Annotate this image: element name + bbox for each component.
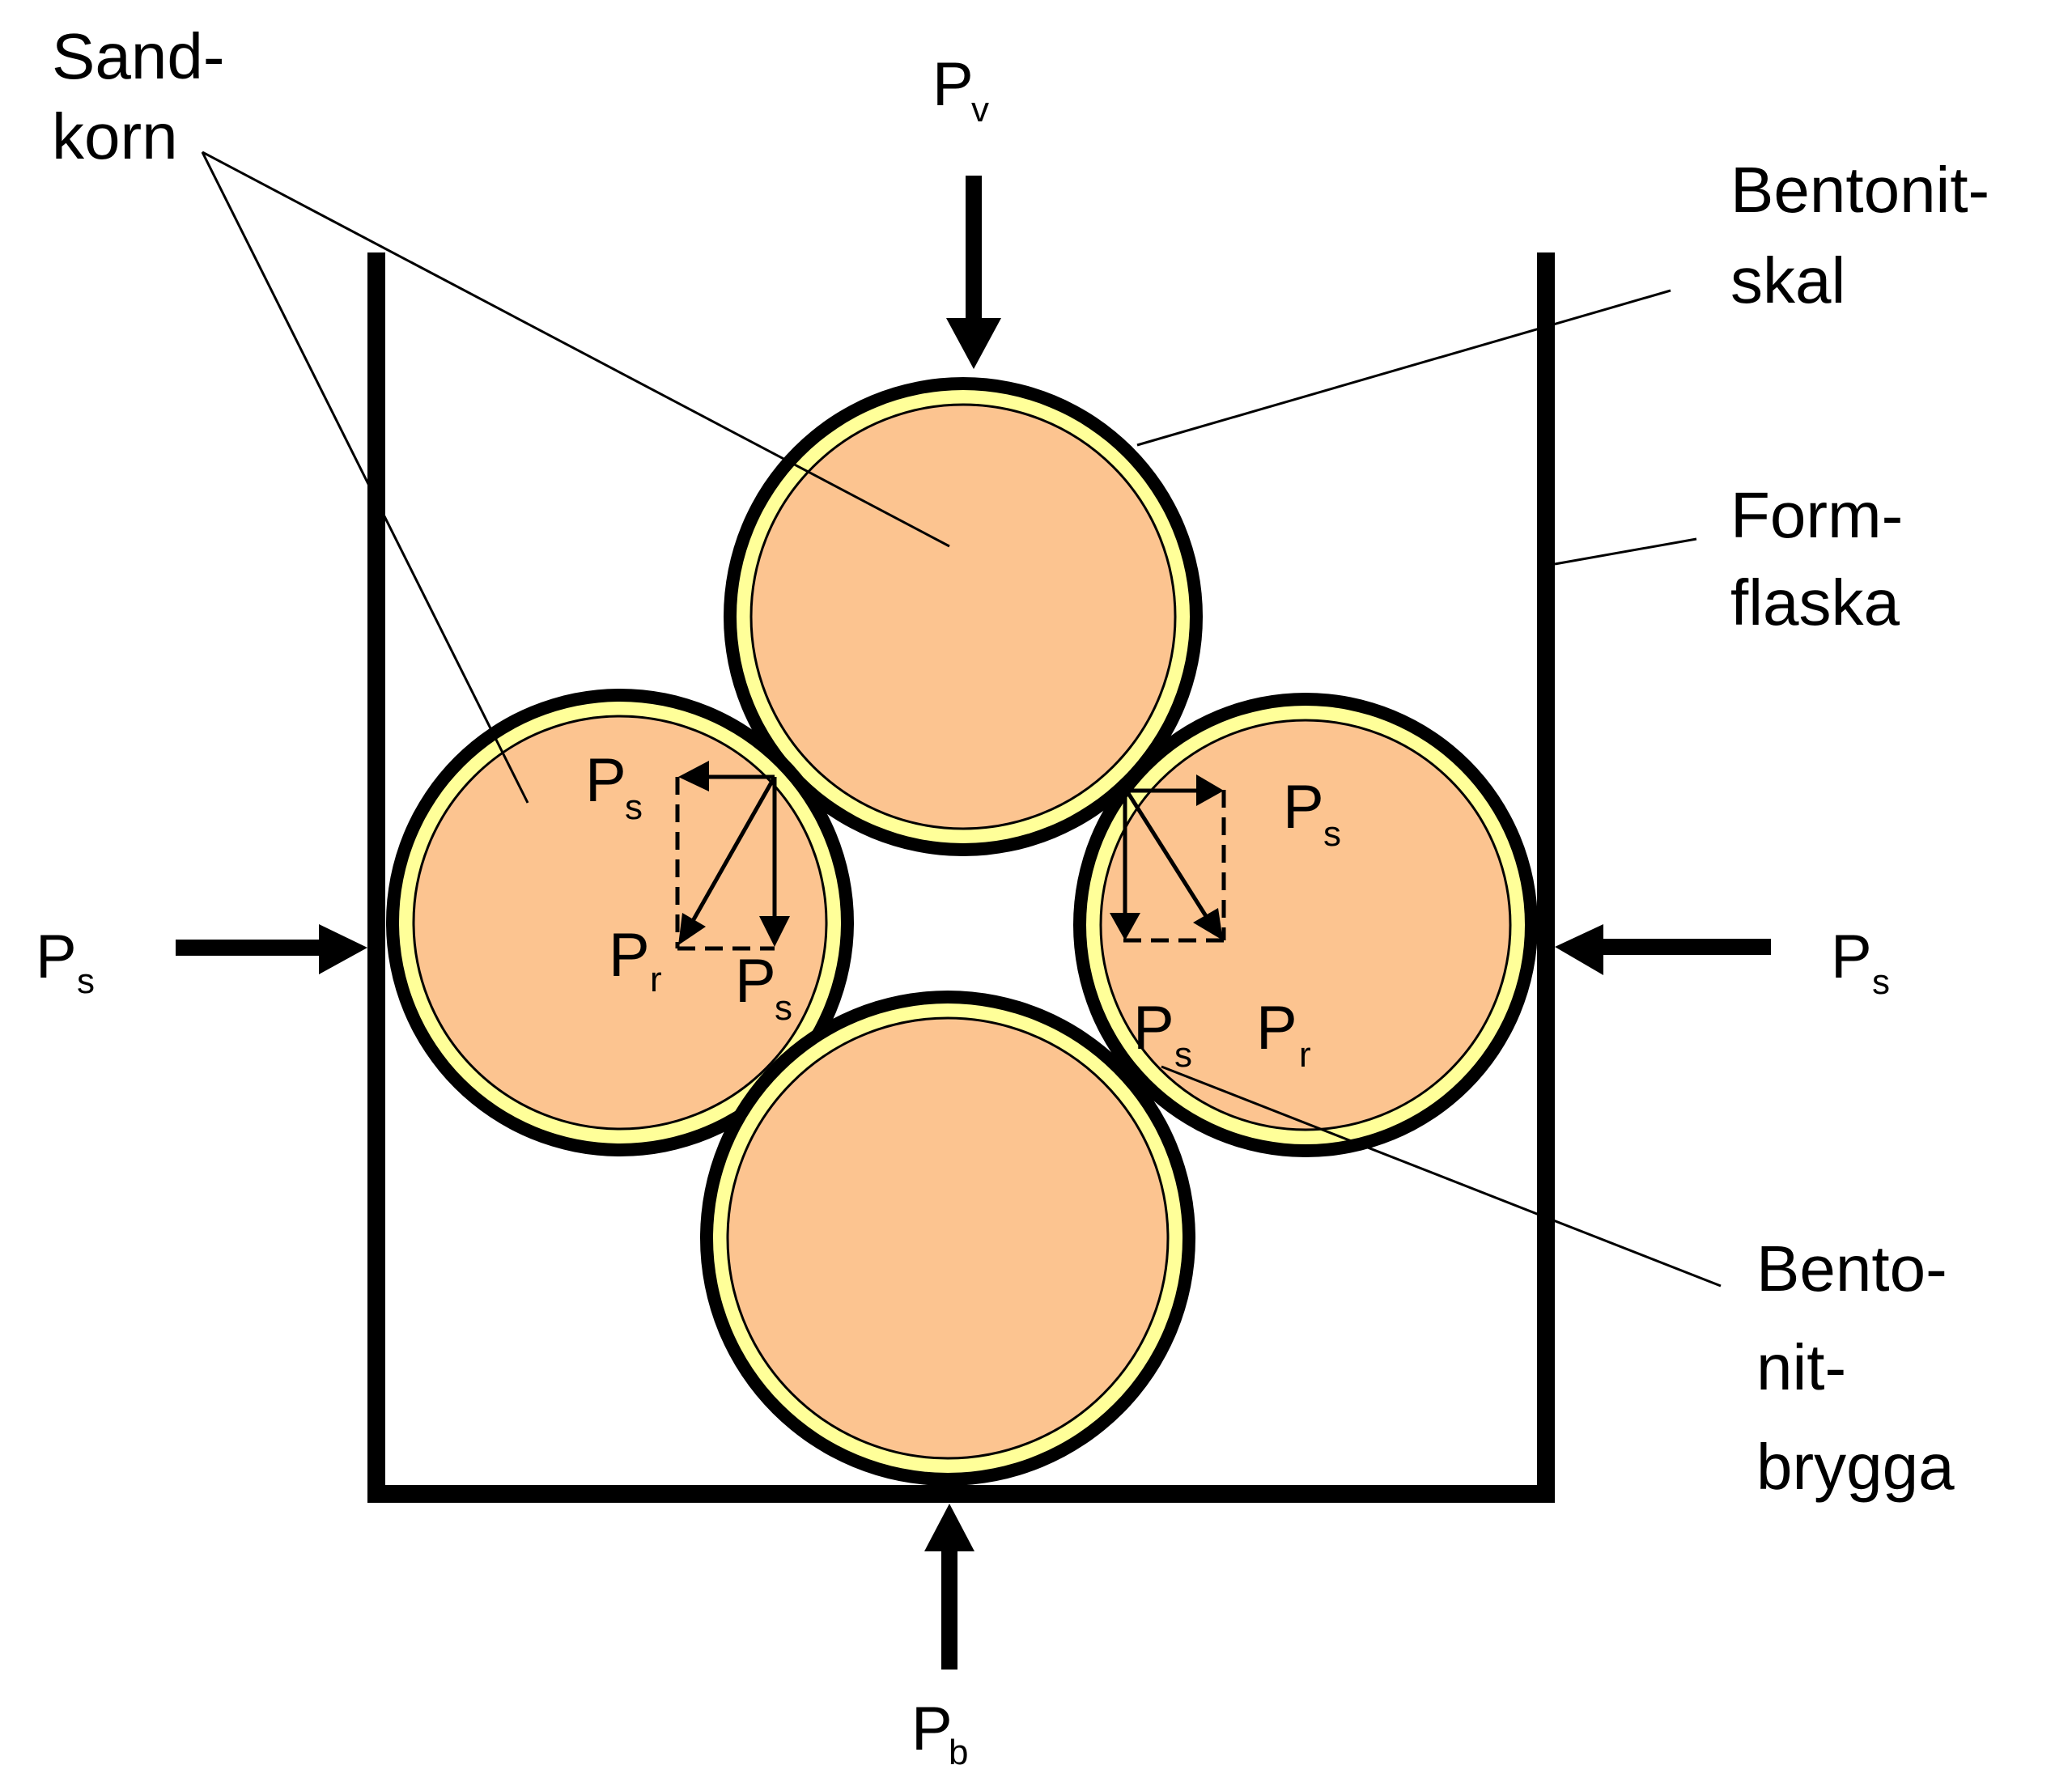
container-mould	[367, 252, 1555, 1503]
grain-left-core	[412, 715, 828, 1131]
force-subscript: s	[77, 961, 95, 1001]
force-subscript: s	[775, 988, 792, 1028]
grain-bottom	[700, 991, 1195, 1486]
label-formflaska: Form- flaska	[1730, 479, 1903, 639]
leader-sandkorn-left	[201, 151, 529, 804]
force-arrow-top	[946, 176, 1001, 369]
grain-top	[724, 377, 1203, 856]
external-forces	[176, 176, 1771, 1670]
arrowhead-right-icon	[1196, 774, 1224, 806]
arrowhead-down-icon	[1110, 913, 1140, 940]
label-line: korn	[52, 100, 178, 172]
vector-diagram-left	[675, 761, 790, 951]
label-force-left: P s	[36, 923, 95, 1001]
leader-bentonit-skal	[1136, 289, 1671, 447]
label-force-right: P s	[1831, 923, 1890, 1002]
force-arrow-left	[176, 924, 367, 974]
arrowhead-diagonal-icon	[678, 913, 706, 945]
vector-resultant	[687, 775, 777, 928]
force-subscript: s	[1174, 1035, 1192, 1075]
grain-left	[386, 689, 854, 1156]
force-subscript: b	[949, 1733, 968, 1772]
grain-top-core	[749, 403, 1177, 830]
force-subscript: s	[625, 787, 643, 827]
leader-bentonit-brygga	[1161, 1065, 1722, 1288]
label-line: Form-	[1730, 479, 1903, 551]
force-symbol: P	[1831, 923, 1872, 991]
force-symbol: P	[932, 50, 974, 119]
label-line: Bentonit-	[1730, 154, 1989, 226]
vector-resultant	[1124, 789, 1212, 924]
arrowhead-left-icon	[1555, 924, 1603, 975]
label-force-bottom: P b	[911, 1695, 968, 1772]
label-line: Sand-	[52, 20, 224, 92]
force-symbol: P	[609, 921, 650, 990]
grain-right	[1073, 693, 1538, 1157]
grain-bottom-core	[726, 1016, 1170, 1460]
force-symbol: P	[1283, 773, 1324, 842]
arrowhead-diagonal-icon	[1193, 908, 1223, 940]
label-right-vertical: P s	[1133, 994, 1192, 1075]
label-right-horizontal: P s	[1283, 773, 1341, 854]
force-symbol: P	[911, 1695, 953, 1763]
leader-sandkorn-top	[202, 151, 950, 548]
label-line: Bento-	[1756, 1233, 1947, 1305]
leader-lines	[201, 151, 1722, 1288]
sand-grains	[386, 377, 1538, 1486]
force-subscript: s	[1872, 962, 1890, 1002]
force-symbol: P	[1133, 994, 1174, 1063]
arrowhead-up-icon	[924, 1504, 974, 1551]
label-bentonit-brygga: Bento- nit- brygga	[1756, 1233, 1955, 1503]
label-right-resultant: P r	[1256, 994, 1311, 1075]
label-bentonit-skal: Bentonit- skal	[1730, 154, 1989, 316]
arrowhead-down-icon	[946, 318, 1001, 369]
arrowhead-right-icon	[319, 924, 367, 974]
force-subscript: v	[971, 90, 989, 129]
force-arrow-right	[1555, 924, 1771, 975]
force-symbol: P	[585, 746, 626, 815]
force-arrow-bottom	[924, 1504, 974, 1670]
force-subscript: s	[1323, 814, 1341, 854]
label-left-horizontal: P s	[585, 746, 643, 827]
force-subscript: r	[650, 960, 662, 999]
force-symbol: P	[1256, 994, 1297, 1063]
label-line: brygga	[1756, 1431, 1955, 1503]
arrowhead-left-icon	[678, 761, 709, 791]
label-line: skal	[1730, 244, 1845, 316]
label-force-top: P v	[932, 50, 989, 129]
label-left-vertical: P s	[735, 947, 792, 1028]
label-left-resultant: P r	[609, 921, 662, 999]
label-line: nit-	[1756, 1331, 1846, 1403]
label-sandkorn: Sand- korn	[52, 20, 224, 172]
arrowhead-down-icon	[759, 916, 790, 947]
force-symbol: P	[735, 947, 776, 1016]
force-symbol: P	[36, 923, 77, 991]
grain-right-core	[1099, 719, 1512, 1131]
leader-formflaska	[1554, 537, 1697, 566]
force-subscript: r	[1299, 1035, 1311, 1075]
label-line: flaska	[1730, 566, 1900, 639]
vector-diagram-right	[1110, 774, 1226, 943]
